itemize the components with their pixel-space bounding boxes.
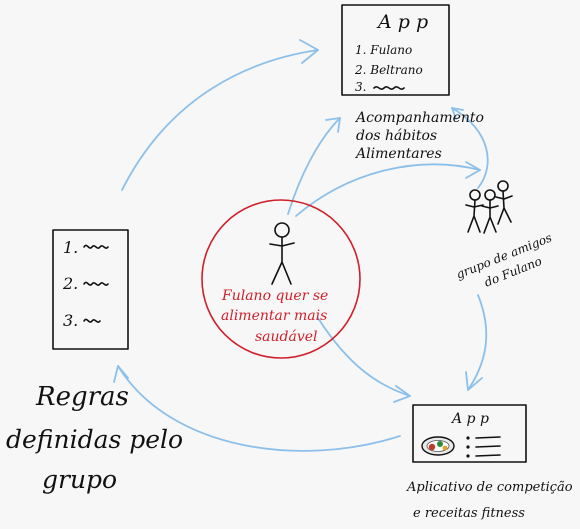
top-app-box: A p p 1. Fulano 2. Beltrano 3. (341, 4, 450, 96)
fulano-circle-group: Fulano quer se alimentar mais saudável (201, 199, 361, 359)
arrowhead (113, 365, 129, 383)
arrow-fulano-to-top-app (287, 117, 341, 215)
fulano-caption-line-1: Fulano quer se (221, 288, 328, 304)
bottom-app-caption: Aplicativo de competição e receitas fitn… (406, 480, 573, 521)
rules-caption-line-1: Regras (35, 382, 129, 412)
top-app-item-3: 3. (355, 80, 366, 94)
arrow-rules-to-top-app (121, 49, 319, 191)
top-app-item-2: 2. Beltrano (354, 63, 423, 77)
bottom-app-box: A p p (412, 404, 527, 463)
fulano-figure (269, 222, 295, 285)
arrow-fulano-to-bottom-app (317, 317, 411, 397)
bottom-app-caption-line-2: e receitas fitness (413, 506, 525, 521)
arrowhead (325, 117, 341, 133)
rules-caption-line-3: grupo (42, 465, 117, 494)
arrow-fulano-to-friends (295, 163, 481, 217)
top-app-title: A p p (376, 11, 428, 33)
fulano-caption-line-2: alimentar mais (221, 308, 327, 324)
fulano-circle (201, 199, 361, 359)
arrow-top-app-to-friends (451, 107, 489, 189)
top-app-item-1: 1. Fulano (355, 43, 412, 57)
arrow-bottom-app-to-rules (117, 365, 401, 452)
bullet-list-icon (466, 436, 501, 458)
arrowhead (393, 385, 411, 403)
friend-figure-3 (495, 180, 513, 225)
bottom-app-frame (412, 404, 527, 463)
bottom-app-caption-line-1: Aplicativo de competição (406, 480, 573, 495)
rules-caption-line-2: definidas pelo (6, 425, 183, 454)
rules-item-1: 1. (63, 238, 78, 257)
food-plate-icon (421, 436, 455, 456)
arrowhead (299, 39, 319, 64)
top-app-frame (341, 4, 450, 96)
top-app-caption-line-3: Alimentares (354, 146, 442, 162)
cycle-arrows (113, 39, 489, 452)
rules-scribble-3 (83, 318, 101, 323)
top-app-caption-line-2: dos hábitos (356, 128, 437, 144)
arrow-friends-to-bottom-app (467, 294, 488, 391)
top-app-caption: Acompanhamento dos hábitos Alimentares (354, 110, 484, 162)
top-app-scribble (373, 86, 405, 90)
fulano-caption-line-3: saudável (255, 329, 318, 345)
rules-item-2: 2. (62, 274, 78, 293)
arrowhead (465, 161, 481, 179)
top-app-caption-line-1: Acompanhamento (354, 110, 484, 126)
friend-figure-2 (481, 189, 499, 234)
bottom-app-title: A p p (450, 411, 489, 427)
rules-scribble-2 (83, 281, 109, 286)
rules-caption: Regras definidas pelo grupo (6, 382, 183, 494)
rules-item-3: 3. (63, 311, 78, 330)
friends-group-figures (465, 180, 513, 234)
rules-frame (52, 229, 129, 350)
arrowhead (451, 107, 464, 120)
rules-box: 1. 2. 3. (52, 229, 129, 350)
arrowhead (465, 371, 483, 391)
rules-scribble-1 (83, 244, 109, 249)
friend-figure-1 (465, 189, 484, 233)
friends-caption: grupo de amigos do Fulano (454, 230, 554, 289)
